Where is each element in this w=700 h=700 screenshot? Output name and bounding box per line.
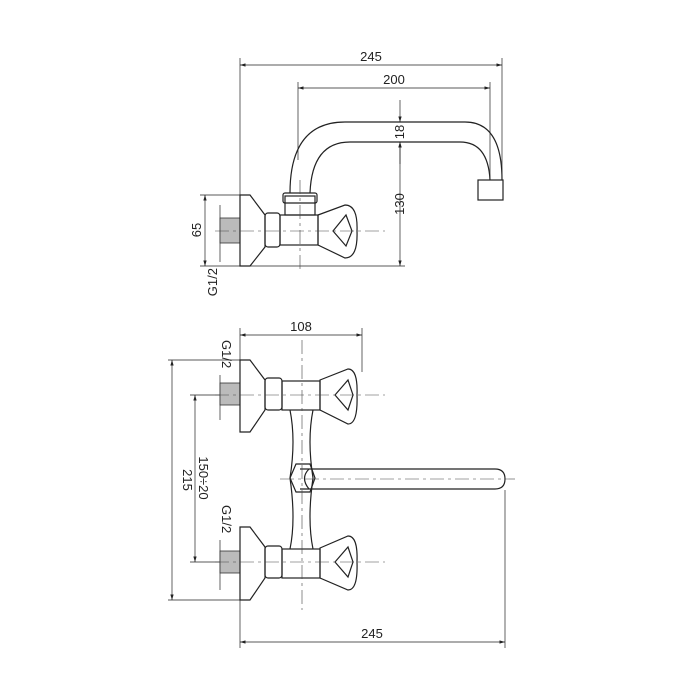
handle-knob: [317, 204, 358, 259]
upper-valve: [215, 359, 385, 433]
dimension-215: 215: [170, 360, 195, 600]
spout-collar: [289, 463, 316, 493]
side-view: 245 200 18 130 65 G1/2: [189, 49, 504, 296]
svg-text:G1/2: G1/2: [205, 268, 220, 296]
wall-flange: [239, 194, 266, 267]
thread-connector: [219, 217, 241, 244]
dim-label: 108: [290, 319, 312, 334]
dimension-65: 65: [189, 195, 207, 266]
dimension-108: 108: [240, 319, 362, 337]
spout: [289, 121, 503, 194]
dim-label: 65: [189, 223, 204, 237]
dimension-200: 200: [298, 72, 490, 90]
nut: [264, 212, 281, 248]
thread-label-top: G1/2: [219, 340, 234, 368]
dim-label: 18: [392, 125, 407, 139]
dim-label: 215: [180, 469, 195, 491]
spout-collar-inner: [303, 468, 310, 490]
dim-label: 150÷20: [196, 456, 211, 499]
thread-label-bottom: G1/2: [219, 505, 234, 533]
dimension-150-20: 150÷20: [193, 395, 211, 562]
thread-label-side: G1/2: [205, 205, 221, 296]
dimension-130: 130: [392, 142, 407, 266]
dim-label: 245: [360, 49, 382, 64]
handle-detail: [332, 213, 353, 248]
dim-label: 130: [392, 193, 407, 215]
body-stem: [289, 409, 314, 550]
dim-label: 245: [361, 626, 383, 641]
dimension-245-bottom: 245: [240, 626, 505, 644]
dimension-18: 18: [392, 100, 407, 164]
lower-valve: [215, 526, 385, 601]
spout-tip: [477, 179, 504, 201]
dimension-245-top: 245: [240, 49, 502, 67]
valve-body: [279, 214, 319, 246]
front-view: 108 215 150÷20 245 G1/2 G1/2: [168, 319, 515, 648]
dim-label: 200: [383, 72, 405, 87]
